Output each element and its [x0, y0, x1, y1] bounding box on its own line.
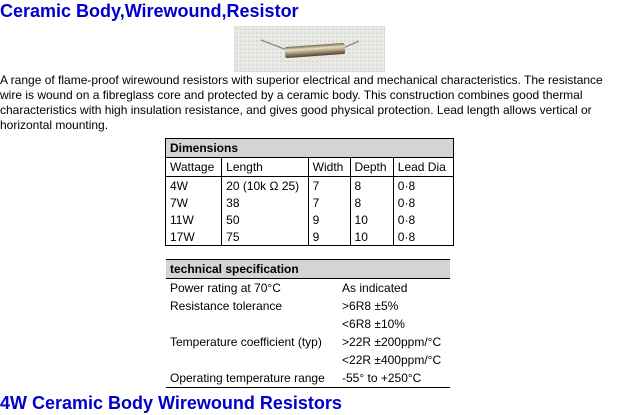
table-cell: 0·8: [392, 211, 454, 228]
spec-value: -55° to +250°C: [336, 369, 450, 388]
spec-value: As indicated: [342, 281, 408, 295]
spec-label: Resistance tolerance: [170, 299, 283, 313]
table-cell: 7: [307, 176, 351, 194]
table-row: 4W 20 (10k Ω 25) 7 8 0·8: [166, 176, 454, 194]
spec-row: Resistance tolerance >6R8 ±5%: [166, 297, 450, 315]
technical-specification-table: technical specification Power rating at …: [166, 259, 450, 388]
table-cell: 4W: [170, 178, 188, 193]
spec-label: [166, 315, 336, 333]
column-header: Width: [307, 157, 351, 177]
spec-row: <6R8 ±10%: [166, 315, 450, 333]
table-cell: 17W: [170, 229, 195, 244]
dimensions-heading: Dimensions: [165, 138, 454, 158]
column-header: Depth: [349, 157, 394, 177]
spec-row: Temperature coefficient (typ) >22R ±200p…: [166, 333, 450, 351]
table-row: 17W 75 9 10 0·8: [166, 228, 454, 246]
table-cell: 0·8: [392, 176, 454, 194]
table-row: 7W 38 7 8 0·8: [166, 194, 454, 211]
table-cell: 0·8: [392, 228, 454, 246]
spec-label: Operating temperature range: [166, 369, 337, 388]
table-cell: 9: [307, 228, 351, 246]
spec-label: Temperature coefficient (typ): [170, 335, 322, 349]
column-header: Wattage: [165, 157, 222, 177]
spec-value: >6R8 ±5%: [342, 299, 399, 313]
table-cell: 38: [221, 194, 309, 211]
spec-value: >22R ±200ppm/°C: [342, 335, 442, 349]
dimensions-table: Dimensions Wattage Length Width Depth Le…: [165, 138, 454, 246]
resistor-illustration: [260, 39, 360, 58]
spec-row: Power rating at 70°C As indicated: [166, 279, 450, 298]
table-cell: 20 (10k Ω 25): [221, 176, 309, 194]
spec-label: [166, 351, 336, 369]
section-subtitle: 4W Ceramic Body Wirewound Resistors: [0, 393, 342, 413]
resistor-product-image: [234, 26, 385, 72]
table-cell: 9: [307, 211, 351, 228]
table-cell: 10: [349, 228, 394, 246]
spec-label: Power rating at 70°C: [170, 281, 281, 295]
table-cell: 8: [349, 176, 394, 194]
table-cell: 7: [307, 194, 351, 211]
spec-heading: technical specification: [166, 259, 450, 279]
dimensions-column-header-row: Wattage Length Width Depth Lead Dia: [165, 157, 454, 177]
page-title: Ceramic Body,Wirewound,Resistor: [0, 1, 299, 21]
intro-paragraph: A range of flame-proof wirewound resisto…: [0, 73, 603, 132]
table-cell: 50: [221, 211, 309, 228]
table-row: 11W 50 9 10 0·8: [166, 211, 454, 228]
table-cell: 8: [349, 194, 394, 211]
spec-row: Operating temperature range -55° to +250…: [166, 369, 450, 388]
column-header: Lead Dia: [392, 157, 454, 177]
table-cell: 7W: [170, 195, 188, 210]
column-header: Length: [221, 157, 309, 177]
table-cell: 11W: [170, 212, 194, 227]
spec-value: <6R8 ±10%: [342, 317, 405, 331]
table-cell: 0·8: [392, 194, 454, 211]
table-cell: 10: [349, 211, 394, 228]
spec-row: <22R ±400ppm/°C: [166, 351, 450, 369]
spec-value: <22R ±400ppm/°C: [342, 353, 442, 367]
table-cell: 75: [221, 228, 309, 246]
